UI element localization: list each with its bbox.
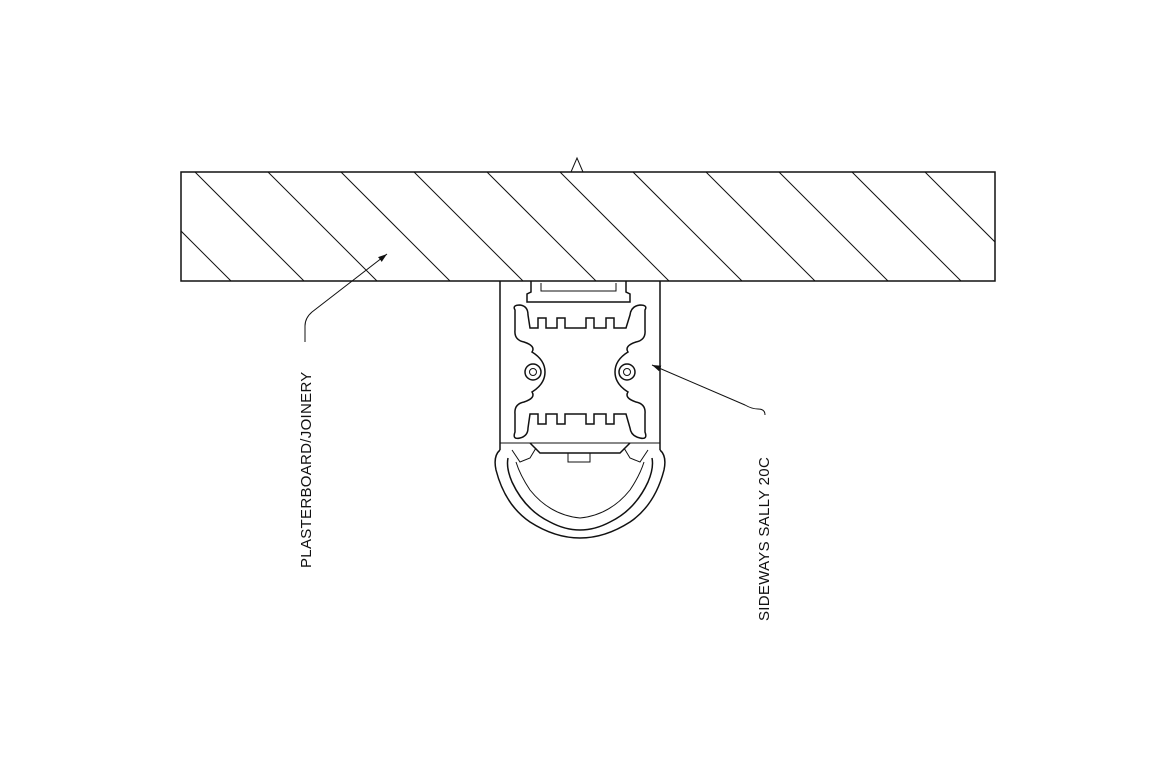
hatch-line bbox=[632, 172, 743, 281]
hatch-line bbox=[181, 230, 232, 281]
sideways-sally-profile bbox=[494, 281, 666, 539]
hatch-line bbox=[340, 172, 451, 281]
hatch-line bbox=[194, 172, 305, 281]
plasterboard-leader bbox=[304, 253, 388, 342]
hatch-line bbox=[705, 172, 816, 281]
hatch-line bbox=[486, 172, 597, 281]
hatch-line bbox=[851, 172, 962, 281]
profile-label: SIDEWAYS SALLY 20C bbox=[756, 457, 773, 621]
centre-mark-icon bbox=[570, 156, 584, 173]
plasterboard-section bbox=[180, 156, 1107, 282]
hatch-line bbox=[267, 172, 378, 281]
profile-leader bbox=[651, 364, 766, 416]
plasterboard-label: PLASTERBOARD/JOINERY bbox=[298, 371, 315, 568]
hatch-line bbox=[998, 172, 1107, 281]
hatch-line bbox=[559, 172, 670, 281]
hatch-line bbox=[924, 172, 995, 243]
hatch-line bbox=[413, 172, 524, 281]
hatch-line bbox=[778, 172, 889, 281]
